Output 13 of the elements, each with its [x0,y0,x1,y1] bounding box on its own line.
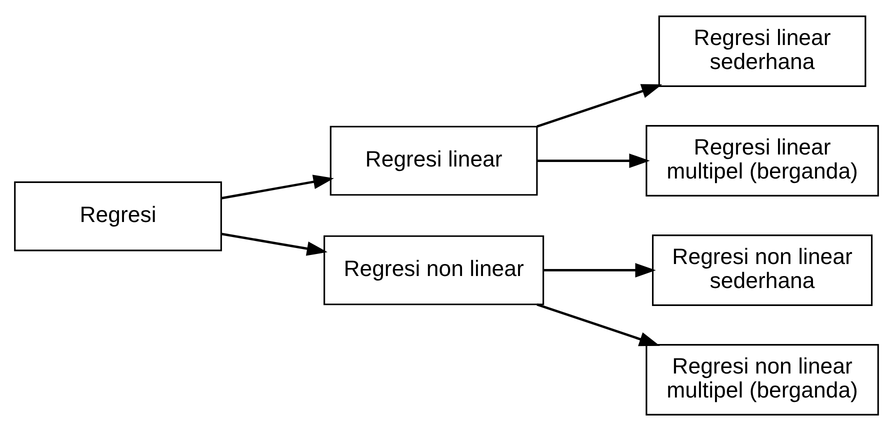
arrow [536,302,660,346]
node-box: Regresi [14,180,222,251]
arrow [544,262,656,277]
node-box: Regresi linear sederhana [658,15,866,86]
node-box: Regresi linear multipel (berganda) [646,124,879,196]
arrow [221,232,328,256]
arrow [536,153,650,168]
node-box: Regresi linear [330,125,538,196]
node-box: Regresi non linear multipel (berganda) [646,344,879,415]
arrow [221,174,334,199]
arrow [536,84,662,128]
node-box: Regresi non linear sederhana [652,234,873,306]
node-box: Regresi non linear [324,234,544,305]
